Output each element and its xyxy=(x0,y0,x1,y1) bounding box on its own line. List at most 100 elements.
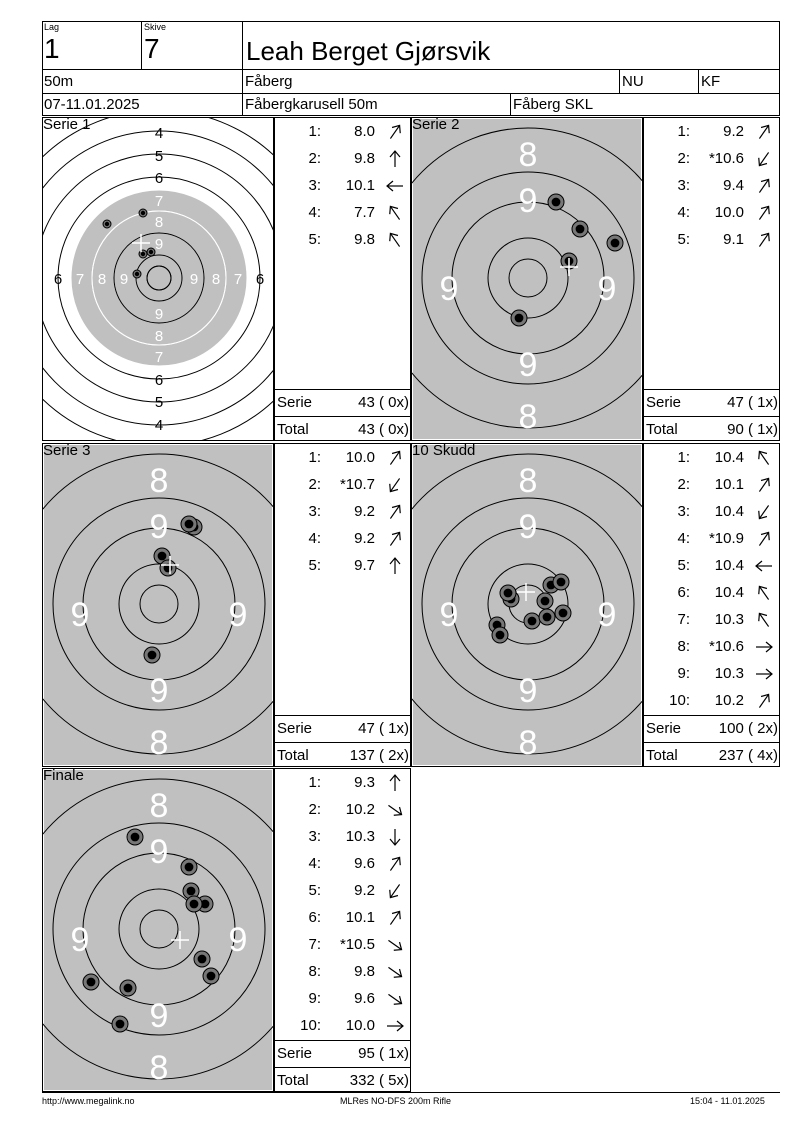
shot-direction-arrow-icon xyxy=(389,450,401,465)
ring-line xyxy=(82,852,236,1006)
shot-number: 4: xyxy=(308,530,321,547)
header-vline-kf xyxy=(698,69,699,93)
shot-direction-arrow-icon xyxy=(758,232,770,247)
total-label: Total xyxy=(277,747,309,764)
ring-number: 8 xyxy=(150,462,169,500)
shot-value: 9.8 xyxy=(354,963,375,980)
ring-number: 6 xyxy=(256,271,264,288)
ring-number: 9 xyxy=(155,306,163,323)
shot-number: 4: xyxy=(308,204,321,221)
shot-row: 2:*10.6 xyxy=(644,145,780,172)
series-title: Serie 3 xyxy=(43,443,91,459)
shot-value: 10.1 xyxy=(345,909,375,926)
shot-row: 4:9.6 xyxy=(275,850,411,877)
ring-number: 9 xyxy=(519,346,538,384)
serie-value: 100 ( 2x) xyxy=(718,720,778,737)
total-label: Total xyxy=(277,1072,309,1089)
ring-number: 9 xyxy=(150,833,169,871)
shot-row: 10:10.0 xyxy=(275,1012,411,1039)
total-sum-row: Total 43 ( 0x) xyxy=(275,416,411,442)
shot-number: 3: xyxy=(308,177,321,194)
shot-direction-arrow-icon xyxy=(758,505,770,520)
shot-direction-arrow-icon xyxy=(758,693,770,708)
shot-hole xyxy=(571,220,589,238)
shot-direction-arrow-icon xyxy=(389,531,401,546)
total-value: 43 ( 0x) xyxy=(358,421,409,438)
shot-number: 1: xyxy=(308,449,321,466)
ring-line xyxy=(113,232,205,324)
serie-value: 95 ( 1x) xyxy=(358,1045,409,1062)
ring-number: 8 xyxy=(519,136,538,174)
ring-line xyxy=(118,563,200,645)
footer-website[interactable]: http://www.megalink.no xyxy=(42,1096,135,1106)
ring-line xyxy=(421,171,635,385)
shot-number: 3: xyxy=(308,828,321,845)
shot-row: 1:10.4 xyxy=(644,444,780,471)
shot-value: 9.2 xyxy=(354,503,375,520)
shot-number: 8: xyxy=(308,963,321,980)
shot-hole xyxy=(146,247,156,257)
organizer: Fåberg SKL xyxy=(513,96,594,113)
ring-line xyxy=(139,909,179,949)
shot-row: 1: 10.0 xyxy=(275,444,411,471)
shot-number: 6: xyxy=(677,584,690,601)
shooter-name: Leah Berget Gjørsvik xyxy=(246,36,491,66)
header-vline-lag xyxy=(141,21,142,69)
shot-row: 8:*10.6 xyxy=(644,633,780,660)
ring-number: 8 xyxy=(98,271,106,288)
shot-direction-arrow-icon xyxy=(755,560,772,572)
shot-number: 6: xyxy=(308,909,321,926)
shot-hole xyxy=(180,858,198,876)
shot-direction-arrow-icon xyxy=(389,774,401,791)
footer-program: MLRes NO-DFS 200m Rifle xyxy=(340,1096,452,1106)
shot-value: 10.1 xyxy=(714,476,744,493)
footer-line xyxy=(42,1092,780,1093)
shot-number: 1: xyxy=(308,123,321,140)
shot-hole xyxy=(552,573,570,591)
series-title: 10 Skudd xyxy=(412,443,476,459)
ring-number: 9 xyxy=(150,997,169,1035)
ring-number: 9 xyxy=(519,508,538,546)
shot-direction-arrow-icon xyxy=(756,668,773,680)
ring-line xyxy=(412,453,642,755)
ring-number: 9 xyxy=(229,921,248,959)
shot-hole xyxy=(202,967,220,985)
shot-value: 10.0 xyxy=(345,449,375,466)
shot-value: *10.5 xyxy=(339,936,375,953)
shot-number: 7: xyxy=(677,611,690,628)
shot-direction-arrow-icon xyxy=(756,641,773,653)
shot-number: 2: xyxy=(677,476,690,493)
header-vline-org xyxy=(510,93,511,116)
ring-line xyxy=(43,153,273,403)
shot-number: 5: xyxy=(308,557,321,574)
shot-hole xyxy=(499,584,517,602)
ring-line xyxy=(487,237,569,319)
ring-line xyxy=(43,453,273,755)
group-center-cross xyxy=(161,556,179,574)
ring-number: 8 xyxy=(519,398,538,436)
total-label: Total xyxy=(646,747,678,764)
total-label: Total xyxy=(277,421,309,438)
category: KF xyxy=(701,73,721,90)
distance: 50m xyxy=(44,73,74,90)
group-center-cross xyxy=(171,931,189,949)
shot-number: 10: xyxy=(669,692,690,709)
ring-number: 9 xyxy=(598,270,617,308)
shot-hole xyxy=(102,219,112,229)
shot-value: 9.3 xyxy=(354,774,375,791)
ring-line xyxy=(421,497,635,711)
shot-value: 9.8 xyxy=(354,231,375,248)
shot-value: 9.4 xyxy=(723,177,744,194)
serie-value: 47 ( 1x) xyxy=(727,394,778,411)
shot-hole xyxy=(536,592,554,610)
shot-value: 9.2 xyxy=(723,123,744,140)
shot-row: 1:9.2 xyxy=(644,118,780,145)
